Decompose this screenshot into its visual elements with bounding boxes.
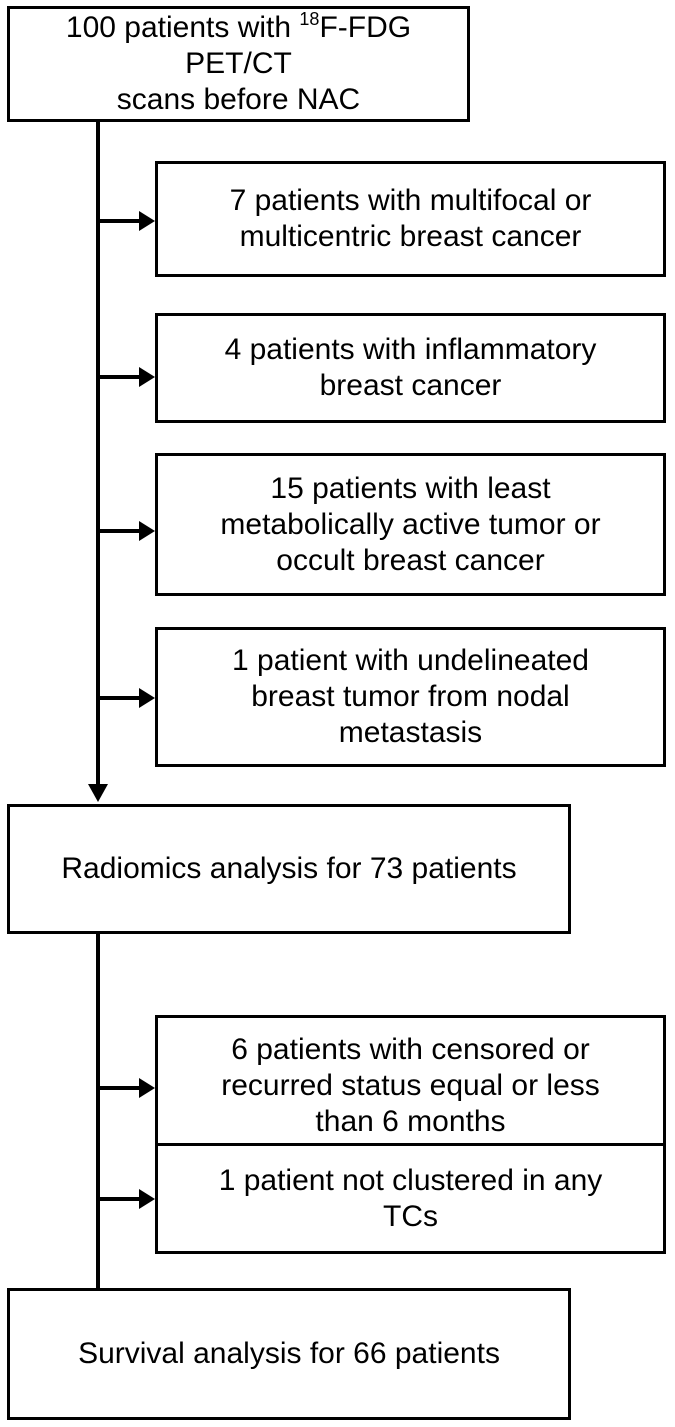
- exclusion5-line2: recurred status equal or less: [221, 1069, 600, 1102]
- start-line1-post: F-FDG PET/CT: [185, 11, 412, 80]
- exclusion5-line3: than 6 months: [315, 1105, 506, 1138]
- radiomics-text: Radiomics analysis for 73 patients: [61, 852, 517, 885]
- exclusion5-line1: 6 patients with censored or: [231, 1033, 590, 1066]
- exclusion3-line1: 15 patients with least: [270, 471, 551, 505]
- exclusion2-line2: breast cancer: [319, 369, 502, 402]
- exclusion-box-3: 15 patients with least metabolically act…: [155, 453, 666, 596]
- branch-line-2: [98, 375, 140, 379]
- start-box-line1: 100 patients with 18F-FDG PET/CT: [10, 10, 467, 82]
- survival-text: Survival analysis for 66 patients: [78, 1337, 500, 1370]
- radiomics-box: Radiomics analysis for 73 patients: [7, 804, 571, 934]
- arrow-to-exclusion1: [139, 211, 155, 231]
- exclusion-box-6: 1 patient not clustered in any TCs: [155, 1143, 666, 1254]
- exclusion4-line3: metastasis: [338, 716, 483, 749]
- arrow-to-exclusion3: [139, 521, 155, 541]
- exclusion-box-4: 1 patient with undelineated breast tumor…: [155, 627, 666, 767]
- exclusion-box-2: 4 patients with inflammatory breast canc…: [155, 313, 666, 423]
- exclusion6-line2: TCs: [383, 1199, 438, 1233]
- exclusion1-line2: multicentric breast cancer: [239, 220, 582, 253]
- exclusion3-line2: metabolically active tumor or: [220, 507, 601, 541]
- arrow-to-exclusion4: [139, 688, 155, 708]
- main-flow-line-lower: [96, 934, 100, 1364]
- start-line1-superscript: 18: [299, 9, 320, 29]
- branch-line-4: [98, 696, 140, 700]
- branch-line-5: [98, 1086, 140, 1090]
- exclusion2-line1: 4 patients with inflammatory: [224, 333, 597, 366]
- exclusion-box-5: 6 patients with censored or recurred sta…: [155, 1015, 666, 1157]
- arrow-to-exclusion2: [139, 367, 155, 387]
- exclusion1-line1: 7 patients with multifocal or: [229, 184, 592, 217]
- arrow-to-exclusion6: [139, 1189, 155, 1209]
- main-flow-line-upper: [96, 121, 100, 785]
- exclusion4-line1: 1 patient with undelineated: [232, 644, 589, 677]
- start-box-line2: scans before NAC: [116, 83, 361, 116]
- survival-box: Survival analysis for 66 patients: [7, 1288, 571, 1420]
- exclusion4-line2: breast tumor from nodal: [251, 680, 570, 713]
- exclusion3-line3: occult breast cancer: [276, 543, 545, 577]
- arrow-to-radiomics: [88, 784, 108, 802]
- start-box: 100 patients with 18F-FDG PET/CT scans b…: [7, 6, 470, 122]
- branch-line-6: [98, 1197, 140, 1201]
- exclusion6-line1: 1 patient not clustered in any: [218, 1163, 603, 1197]
- branch-line-3: [98, 529, 140, 533]
- branch-line-1: [98, 219, 140, 223]
- exclusion-box-1: 7 patients with multifocal or multicentr…: [155, 161, 666, 277]
- start-line1-pre: 100 patients with: [65, 11, 300, 44]
- arrow-to-exclusion5: [139, 1078, 155, 1098]
